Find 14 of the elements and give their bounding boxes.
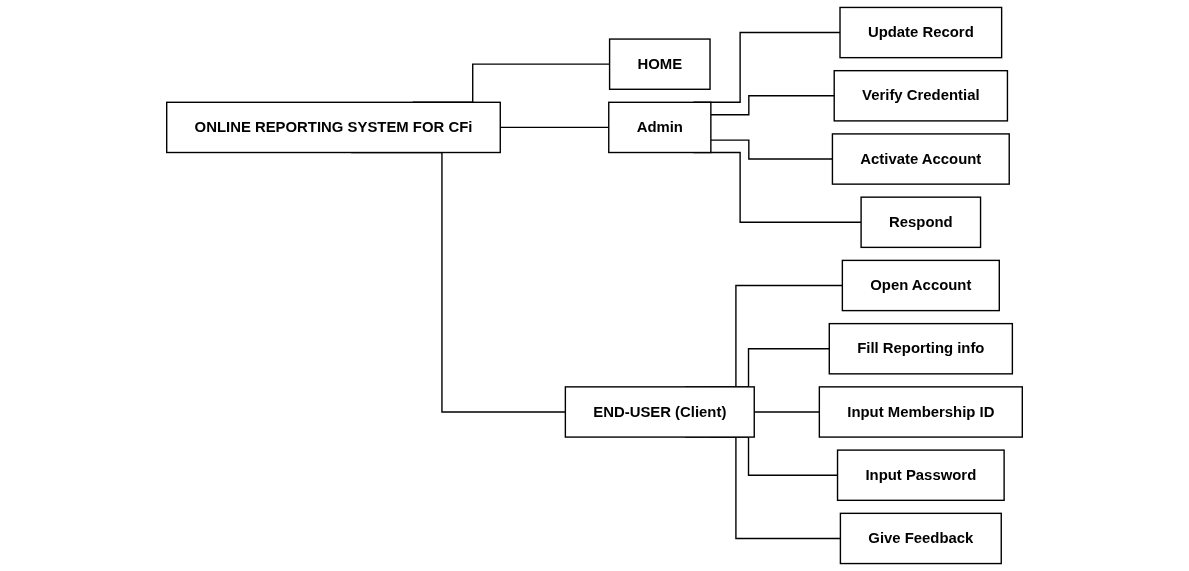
node-box: Fill Reporting info	[828, 322, 1014, 375]
node-box: Update Record	[839, 6, 1003, 59]
connector	[710, 95, 835, 116]
node-box: Admin	[608, 101, 712, 154]
node-box: Give Feedback	[839, 512, 1002, 565]
node-box: Respond	[860, 196, 982, 249]
node-box: Open Account	[841, 259, 1000, 312]
node-box: Activate Account	[831, 133, 1010, 185]
node-box: Verify Credential	[833, 70, 1009, 122]
node-box: HOME	[608, 38, 711, 90]
node-box: END-USER (Client)	[564, 386, 755, 438]
node-box: ONLINE REPORTING SYSTEM FOR CFi	[166, 101, 501, 154]
node-box: Input Password	[836, 449, 1005, 501]
node-box: Input Membership ID	[818, 386, 1023, 438]
